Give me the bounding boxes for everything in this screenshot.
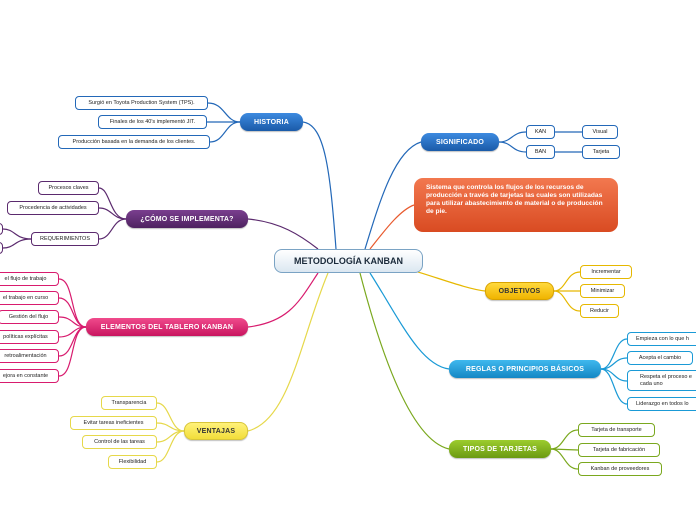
central-topic[interactable]: METODOLOGÍA KANBAN bbox=[274, 249, 423, 273]
elementos-item-flujo[interactable]: el flujo de trabajo bbox=[0, 272, 59, 286]
reglas-item-liderazgo[interactable]: Liderazgo en todos lo bbox=[627, 397, 696, 411]
elementos-item-politicas[interactable]: políticas explícitas bbox=[0, 330, 59, 344]
objetivos-item-reducir[interactable]: Reducir bbox=[580, 304, 619, 318]
tipos-item-fabricacion[interactable]: Tarjeta de fabricación bbox=[578, 443, 660, 457]
ventajas-item-flexibilidad[interactable]: Flexibilidad bbox=[108, 455, 157, 469]
elementos-item-retroalimentacion[interactable]: retroalimentación bbox=[0, 349, 59, 363]
topic-historia[interactable]: HISTORIA bbox=[240, 113, 303, 131]
tipos-item-transporte[interactable]: Tarjeta de transporte bbox=[578, 423, 655, 437]
como-requerimientos[interactable]: REQUERIMIENTOS bbox=[31, 232, 99, 246]
como-item-procesos[interactable]: Procesos claves bbox=[38, 181, 99, 195]
historia-item-tps[interactable]: Surgió en Toyota Production System (TPS)… bbox=[75, 96, 208, 110]
reglas-item-empieza[interactable]: Empieza con lo que h bbox=[627, 332, 696, 346]
elementos-item-trabajo-curso[interactable]: el trabajo en curso bbox=[0, 291, 59, 305]
significado-ban[interactable]: BAN bbox=[526, 145, 555, 159]
definicion-box[interactable]: Sistema que controla los flujos de los r… bbox=[414, 178, 618, 232]
topic-ventajas[interactable]: VENTAJAS bbox=[184, 422, 248, 440]
topic-significado[interactable]: SIGNIFICADO bbox=[421, 133, 499, 151]
significado-visual[interactable]: Visual bbox=[582, 125, 618, 139]
reglas-item-acepta[interactable]: Acepta el cambio bbox=[627, 351, 693, 365]
elementos-item-gestion[interactable]: Gestión del flujo bbox=[0, 310, 59, 324]
reglas-item-respeta[interactable]: Respeta el proceso e cada uno bbox=[627, 370, 696, 391]
como-item-procedencia[interactable]: Procedencia de actividades bbox=[7, 201, 99, 215]
ventajas-item-control[interactable]: Control de las tareas bbox=[82, 435, 157, 449]
topic-objetivos[interactable]: OBJETIVOS bbox=[485, 282, 554, 300]
topic-tipos-tarjetas[interactable]: TIPOS DE TARJETAS bbox=[449, 440, 551, 458]
topic-como-se-implementa[interactable]: ¿CÓMO SE IMPLEMENTA? bbox=[126, 210, 248, 228]
historia-item-demanda[interactable]: Producción basada en la demanda de los c… bbox=[58, 135, 210, 149]
objetivos-item-minimizar[interactable]: Minimizar bbox=[580, 284, 625, 298]
historia-item-jit[interactable]: Finales de los 40's implementó JIT. bbox=[98, 115, 207, 129]
topic-reglas[interactable]: REGLAS O PRINCIPIOS BÁSICOS bbox=[449, 360, 601, 378]
objetivos-item-incrementar[interactable]: Incrementar bbox=[580, 265, 632, 279]
tipos-item-proveedores[interactable]: Kanban de proveedores bbox=[578, 462, 662, 476]
ventajas-item-transparencia[interactable]: Transparencia bbox=[101, 396, 157, 410]
significado-kan[interactable]: KAN bbox=[526, 125, 555, 139]
elementos-item-mejora[interactable]: ejora en constante bbox=[0, 369, 59, 383]
significado-tarjeta[interactable]: Tarjeta bbox=[582, 145, 620, 159]
topic-elementos-tablero[interactable]: ELEMENTOS DEL TABLERO KANBAN bbox=[86, 318, 248, 336]
ventajas-item-evitar[interactable]: Evitar tareas ineficientes bbox=[70, 416, 157, 430]
